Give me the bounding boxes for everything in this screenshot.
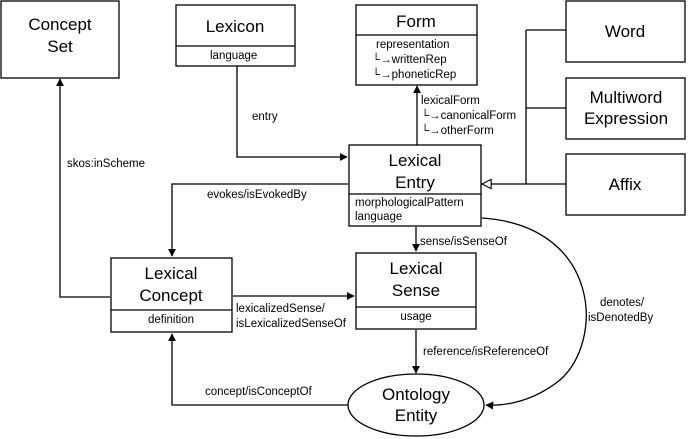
edge-entry: [236, 47, 348, 161]
multiword-expression-title-line-1: Multiword: [590, 88, 663, 107]
edge-label-canonical-form: └→canonicalForm: [421, 108, 516, 122]
edge-label-other-form: └→otherForm: [421, 123, 494, 137]
node-affix: Affix: [565, 153, 686, 216]
node-ontology-entity: Ontology Entity: [347, 373, 485, 437]
lexicon-title: Lexicon: [206, 17, 265, 36]
form-attr-written-rep: └→writtenRep: [372, 52, 447, 66]
node-form: Form representation └→writtenRep └→phone…: [355, 4, 478, 86]
lexical-concept-title-line-1: Lexical: [145, 264, 198, 283]
node-multiword-expression: Multiword Expression: [565, 77, 686, 140]
edge-label-evokes: evokes/isEvokedBy: [207, 189, 307, 201]
edge-label-denotes-line-1: denotes/: [600, 297, 645, 309]
edge-label-entry: entry: [252, 111, 278, 123]
edge-label-lexicalized-sense-line-2: isLexicalizedSenseOf: [236, 318, 347, 330]
lexicon-attr-language: language: [210, 50, 257, 62]
edge-label-lexicalized-sense-line-1: lexicalizedSense/: [236, 303, 326, 315]
node-lexical-concept: Lexical Concept definition: [110, 257, 233, 333]
node-lexicon: Lexicon language: [175, 4, 296, 67]
lexical-concept-attr-definition: definition: [148, 314, 194, 326]
edge-subclass: [482, 29, 566, 184]
edge-evokes: [168, 183, 348, 257]
concept-set-title-line-1: Concept: [28, 15, 92, 34]
node-concept-set: Concept Set: [0, 0, 120, 79]
affix-title: Affix: [609, 175, 642, 194]
edge-label-concept: concept/isConceptOf: [205, 386, 313, 398]
edge-label-sense: sense/isSenseOf: [420, 236, 508, 248]
concept-set-title-line-2: Set: [47, 37, 73, 56]
multiword-expression-title-line-2: Expression: [584, 109, 668, 128]
lexical-sense-title-line-1: Lexical: [390, 259, 443, 278]
edge-label-lexical-form: lexicalForm: [421, 95, 480, 107]
form-attr-representation: representation: [376, 39, 450, 51]
node-lexical-sense: Lexical Sense usage: [355, 252, 477, 330]
edge-concept: [168, 333, 348, 406]
edge-label-reference: reference/isReferenceOf: [423, 346, 549, 358]
form-attr-phonetic-rep: └→phoneticRep: [372, 67, 456, 81]
form-title: Form: [396, 12, 436, 31]
lexical-entry-title-line-2: Entry: [395, 173, 435, 192]
lexical-entry-title-line-1: Lexical: [389, 151, 442, 170]
edge-skos-in-scheme: [56, 78, 110, 298]
edge-label-denotes-line-2: isDenotedBy: [588, 312, 653, 324]
node-lexical-entry: Lexical Entry morphologicalPattern langu…: [348, 144, 482, 227]
lexical-concept-title-line-2: Concept: [139, 286, 203, 305]
ontology-entity-title-line-1: Ontology: [382, 385, 451, 404]
lexical-sense-title-line-2: Sense: [392, 281, 440, 300]
lexical-sense-attr-usage: usage: [400, 311, 431, 323]
word-title: Word: [605, 22, 645, 41]
edge-label-skos-in-scheme: skos:inScheme: [67, 158, 145, 170]
ontology-entity-title-line-2: Entity: [395, 406, 438, 425]
lexical-entry-attr-morphological-pattern: morphologicalPattern: [355, 197, 464, 209]
edge-denotes: [481, 217, 587, 410]
lexical-entry-attr-language: language: [355, 211, 402, 223]
node-word: Word: [565, 0, 686, 63]
